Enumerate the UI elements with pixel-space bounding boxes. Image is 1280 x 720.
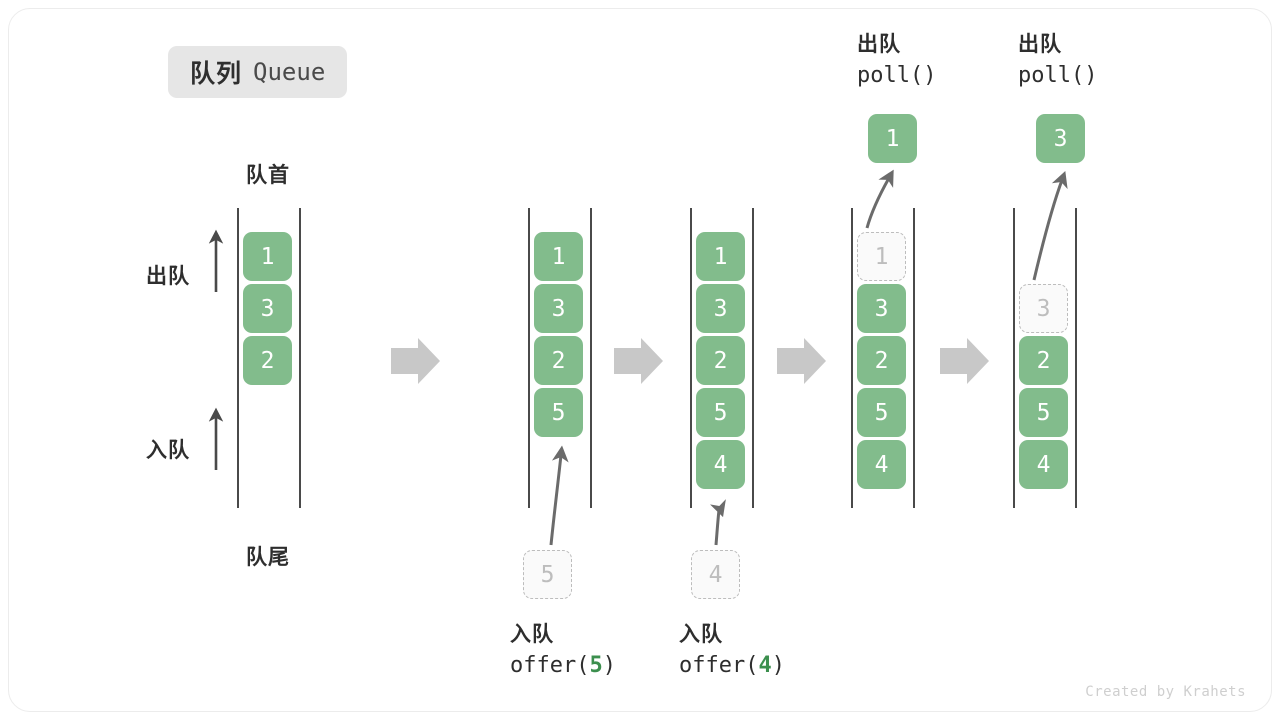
stage-2-code-prefix: offer(: [510, 653, 590, 679]
stage-4-cell-3: 5: [857, 388, 906, 437]
offer-4-arrow-icon: [709, 499, 726, 546]
stage-5-caption-cn: 出队: [1018, 33, 1062, 56]
stage-3-code-arg: 4: [758, 653, 772, 679]
stage-5-outgoing-cell: 3: [1036, 114, 1085, 163]
stage-5-cell-4: 4: [1019, 440, 1068, 489]
stage-3-caption-code: offer(4): [679, 650, 785, 682]
title-cn: 队列: [190, 60, 243, 88]
stage-1-cell-2: 2: [243, 336, 292, 385]
stage-3-caption: 入队 offer(4): [679, 620, 785, 682]
stage-5-caption: 出队 poll(): [1018, 30, 1097, 92]
stage-4-cell-4: 4: [857, 440, 906, 489]
stage-4-caption-code: poll(): [857, 63, 937, 89]
stage-5-cell-2: 2: [1019, 336, 1068, 385]
stage-2-caption: 入队 offer(5): [510, 620, 616, 682]
stage-transition-arrow-3-icon: [777, 338, 826, 384]
watermark: Created by Krahets: [1085, 684, 1246, 700]
stage-5-cell-1-ghost: 3: [1019, 284, 1068, 333]
stage-4-caption: 出队 poll(): [857, 30, 936, 92]
title-en: Queue: [253, 58, 326, 86]
stage-transition-arrow-2-icon: [614, 338, 663, 384]
stage-3-cell-4: 4: [696, 440, 745, 489]
stage-1-rail-left: [237, 208, 239, 508]
stage-3-cell-0: 1: [696, 232, 745, 281]
stage-3-caption-cn: 入队: [679, 623, 723, 646]
queue-tail-label: 队尾: [246, 546, 290, 569]
stage-4-outgoing-cell: 1: [868, 114, 917, 163]
stage-4-caption-cn: 出队: [857, 33, 901, 56]
stage-2-caption-code: offer(5): [510, 650, 616, 682]
stage-2-rail-left: [528, 208, 530, 508]
stage-4-rail-left: [851, 208, 853, 508]
stage-2-caption-cn: 入队: [510, 623, 554, 646]
stage-3-rail-left: [690, 208, 692, 508]
stage-transition-arrow-4-icon: [940, 338, 989, 384]
queue-head-label: 队首: [246, 164, 290, 187]
stage-5-cell-3: 5: [1019, 388, 1068, 437]
stage-5-caption-code: poll(): [1018, 63, 1098, 89]
dequeue-direction-label: 出队: [146, 265, 190, 288]
poll-3-arrow-icon: [1032, 170, 1068, 281]
stage-1-cell-1: 3: [243, 284, 292, 333]
stage-2-code-arg: 5: [589, 653, 603, 679]
stage-3-incoming-ghost: 4: [691, 550, 740, 599]
stage-2-rail-right: [590, 208, 592, 508]
stage-2-code-suffix: ): [602, 653, 616, 679]
poll-1-arrow-icon: [865, 169, 894, 229]
stage-1-rail-right: [299, 208, 301, 508]
stage-3-rail-right: [752, 208, 754, 508]
stage-3-code-suffix: ): [771, 653, 785, 679]
stage-1-cell-0: 1: [243, 232, 292, 281]
stage-3-cell-3: 5: [696, 388, 745, 437]
stage-4-rail-right: [913, 208, 915, 508]
stage-4-cell-0-ghost: 1: [857, 232, 906, 281]
stage-3-cell-2: 2: [696, 336, 745, 385]
stage-2-cell-3: 5: [534, 388, 583, 437]
stage-2-incoming-ghost: 5: [523, 550, 572, 599]
title-chip: 队列 Queue: [168, 46, 348, 98]
stage-2-cell-1: 3: [534, 284, 583, 333]
stage-4-cell-1: 3: [857, 284, 906, 333]
stage-3-code-prefix: offer(: [679, 653, 759, 679]
stage-2-cell-0: 1: [534, 232, 583, 281]
stage-3-cell-1: 3: [696, 284, 745, 333]
offer-5-arrow-icon: [549, 445, 569, 546]
stage-4-cell-2: 2: [857, 336, 906, 385]
stage-transition-arrow-1-icon: [391, 338, 440, 384]
stage-5-rail-right: [1075, 208, 1077, 508]
stage-2-cell-2: 2: [534, 336, 583, 385]
stage-5-rail-left: [1013, 208, 1015, 508]
enqueue-direction-label: 入队: [146, 439, 190, 462]
